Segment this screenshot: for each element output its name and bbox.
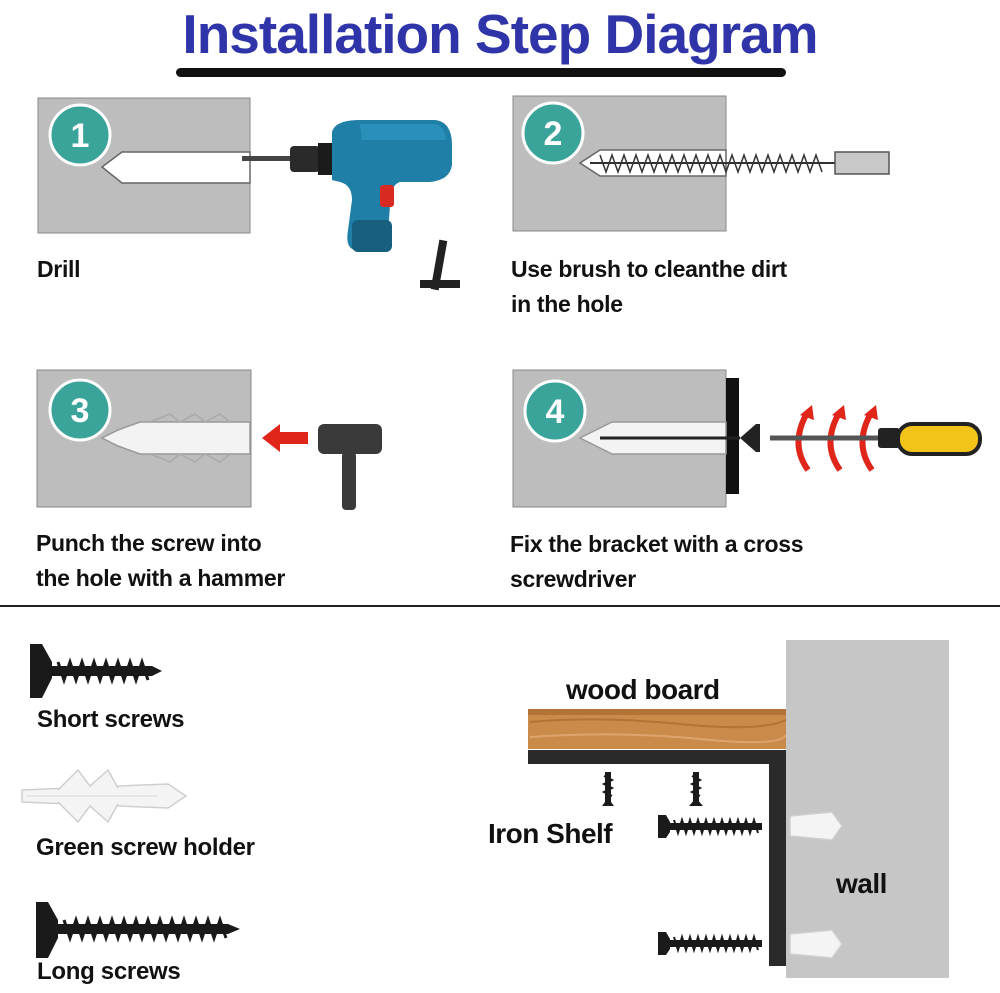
iron-shelf-label: Iron Shelf [488,818,613,849]
rotation-arrow-2 [827,413,843,472]
step-4-line-2: screwdriver [510,566,636,592]
step-3-line-1: Punch the screw into [36,530,262,556]
part-label-short-screws: Short screws [37,706,185,733]
iron-shelf-top [528,750,786,764]
push-arrow [262,424,308,452]
wood-board-label: wood board [566,674,720,705]
step-4-line-1: Fix the bracket with a cross [510,531,804,557]
hammer-head [318,424,382,454]
step-1-line-1: Drill [37,256,81,282]
step-2-caption: Use brush to cleanthe dirt in the hole [511,252,787,322]
iron-shelf-vertical [769,750,786,966]
long-screw-icon [36,902,240,958]
part-label-long-screws: Long screws [37,958,181,985]
wall [786,640,949,978]
section-divider [0,605,1000,607]
wall-anchor-lower [789,929,843,959]
wall-anchor-upper [789,811,843,841]
title-underline [176,68,786,77]
step-2-line-1: Use brush to cleanthe dirt [511,256,787,282]
step-badge-4: 4 [523,379,587,443]
step-badge-3: 3 [48,378,112,442]
drill-icon [242,120,460,291]
step-3-caption: Punch the screw into the hole with a ham… [36,526,285,596]
svg-text:1: 1 [71,117,90,155]
anchor-plug [100,421,251,455]
long-screw-upper [658,815,762,838]
brush-bristles [599,152,823,175]
svg-text:2: 2 [544,115,563,153]
wall-label: wall [836,868,887,899]
short-screw-2 [689,772,703,806]
page-title: Installation Step Diagram [182,3,818,65]
svg-text:4: 4 [546,393,565,431]
short-screw-1 [601,772,615,806]
rotation-arrow-3 [859,413,875,472]
long-screw-lower [658,932,762,955]
short-screw-icon [30,644,162,698]
step-4-caption: Fix the bracket with a cross screwdriver [510,527,804,597]
screwdriver-handle [896,422,982,456]
step-badge-2: 2 [521,101,585,165]
rotation-arrow-1 [795,413,811,472]
hammer-handle [342,452,356,510]
step-badge-1: 1 [48,103,112,167]
part-label-screw-holder: Green screw holder [36,834,255,861]
screw-anchor-icon [21,768,188,824]
screwdriver-collar [878,428,900,448]
step-1-caption: Drill [37,252,81,287]
step-3-line-2: the hole with a hammer [36,565,286,591]
bracket [726,378,739,494]
svg-text:3: 3 [71,392,90,430]
step-2-line-2: in the hole [511,291,623,317]
